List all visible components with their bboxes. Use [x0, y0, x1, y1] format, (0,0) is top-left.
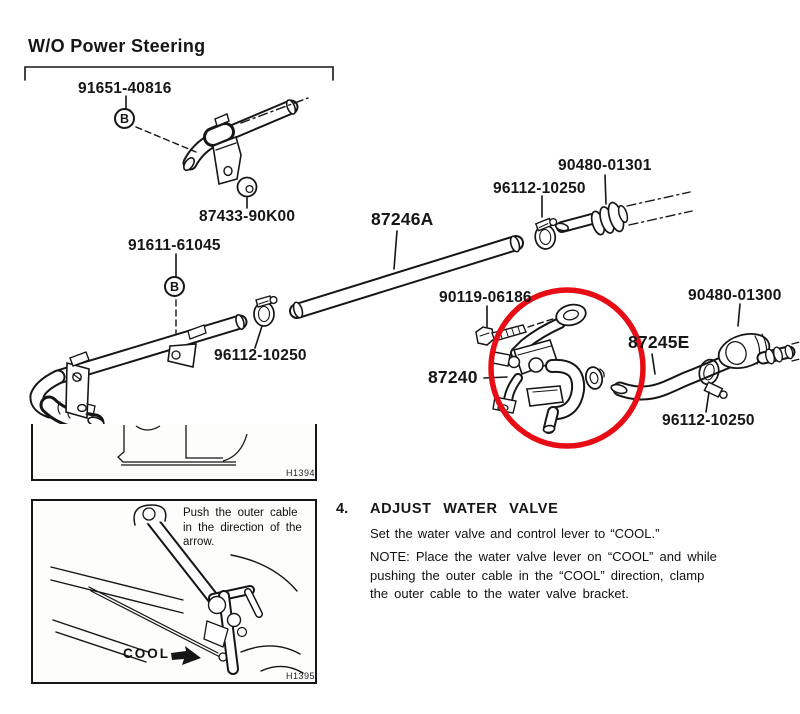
floor-outline-art [117, 425, 248, 466]
part-number-label: 90480-01300 [688, 287, 782, 304]
cool-label: COOL [123, 646, 170, 661]
inset-figure-h1394: H1394 [31, 424, 317, 481]
step-heading: ADJUST WATER VALVE [370, 501, 559, 517]
part-number-label: 96112-10250 [662, 412, 755, 429]
part-number-label: 87246A [371, 209, 434, 229]
group-bracket [24, 66, 334, 81]
part-number-label: 87433-90K00 [199, 208, 296, 225]
connector-circle-b: B [114, 108, 135, 129]
part-number-label: 91611-61045 [128, 237, 221, 254]
figure-code: H1394 [286, 468, 316, 478]
highlight-circle [488, 287, 646, 449]
cable-adjust-art [50, 504, 304, 675]
part-number-label: 91651-40816 [78, 80, 172, 97]
part-number-label: 87240 [428, 367, 478, 387]
step-number: 4. [336, 501, 349, 517]
part-number-label: 96112-10250 [493, 180, 586, 197]
inset-figure-h1395: Push the outer cable in the direction of… [31, 499, 317, 684]
part-number-label: 87245E [628, 332, 690, 352]
figure-code: H1395 [286, 671, 316, 681]
part-number-label: 90119-06186 [439, 289, 532, 306]
connector-circle-b: B [164, 276, 185, 297]
inset-caption: Push the outer cable in the direction of… [183, 507, 302, 548]
step-note: NOTE: Place the water valve lever on “CO… [370, 549, 717, 601]
cool-arrow-icon [171, 646, 201, 665]
part-number-label: 90480-01301 [558, 157, 652, 174]
centerline [240, 97, 309, 124]
part-number-label: 96112-10250 [214, 347, 307, 364]
step-sentence: Set the water valve and control lever to… [370, 526, 660, 541]
diagram-title: W/O Power Steering [28, 36, 206, 56]
